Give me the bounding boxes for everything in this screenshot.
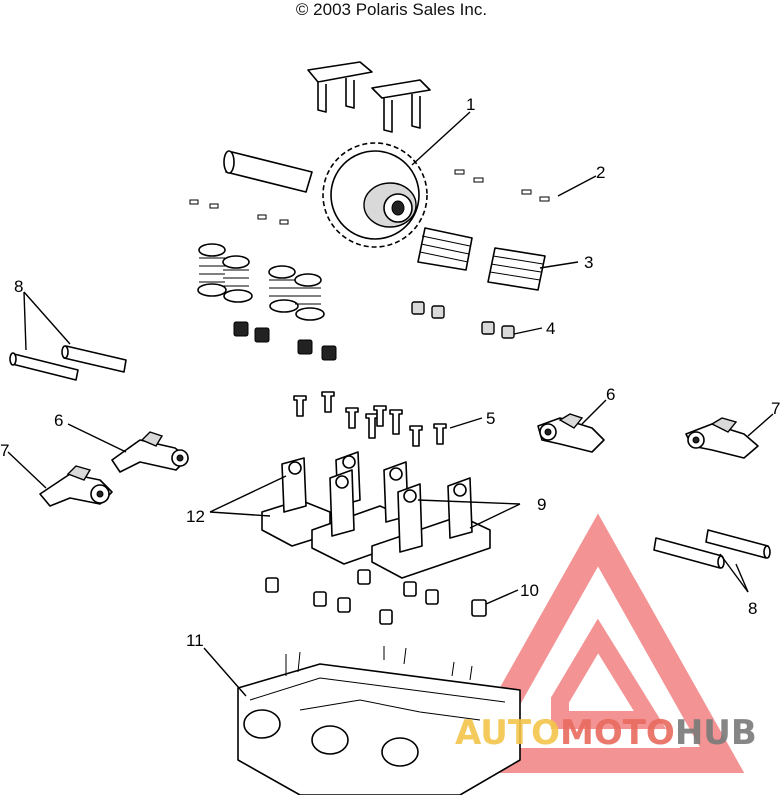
- watermark-moto: MOTO: [560, 713, 675, 753]
- leader-lines: [7, 111, 774, 697]
- callout-6-left: 6: [54, 411, 63, 430]
- watermark-wordmark: AUTOMOTOHUB: [455, 713, 757, 753]
- valve-seals: [233, 301, 515, 361]
- cam-towers: [261, 451, 491, 579]
- callout-7-left: 7: [0, 441, 9, 460]
- cylinder-head: [237, 646, 521, 796]
- callout-5: 5: [486, 409, 495, 428]
- callout-9: 9: [537, 495, 546, 514]
- callout-10: 10: [520, 581, 539, 600]
- watermark-hub: HUB: [675, 713, 757, 753]
- watermark-auto: AUTO: [455, 713, 560, 753]
- callout-4: 4: [546, 319, 555, 338]
- valve-keepers: [189, 169, 550, 225]
- callout-11: 11: [186, 631, 204, 650]
- callout-labels: 1 2 3 4 5 6 7 6 7 8 8 9 10 11 12: [0, 95, 780, 650]
- cap-bolts: [293, 391, 447, 447]
- svg-text:AUTOMOTOHUB: AUTOMOTOHUB: [455, 713, 757, 753]
- rocker-arm-right-6: [537, 413, 605, 453]
- callout-8-right: 8: [748, 599, 757, 618]
- copyright-notice: © 2003 Polaris Sales Inc.: [295, 0, 488, 19]
- callout-3: 3: [584, 253, 593, 272]
- rocker-shafts-left: [9, 345, 127, 381]
- callout-1: 1: [466, 95, 475, 114]
- callout-8-left: 8: [14, 277, 23, 296]
- rocker-arm-right-7: [685, 417, 759, 459]
- callout-2: 2: [596, 163, 605, 182]
- rocker-shafts-right: [653, 529, 771, 569]
- cam-shaft: [223, 150, 313, 193]
- valve-springs: [197, 227, 546, 321]
- callout-7-right: 7: [771, 399, 780, 418]
- watermark-logo: [451, 513, 745, 773]
- rocker-arm-left-7: [39, 465, 113, 507]
- callout-12: 12: [186, 507, 205, 526]
- cam-sprocket: [322, 142, 428, 248]
- lifters: [265, 569, 487, 625]
- rocker-arm-left-6: [111, 431, 189, 473]
- cam-caps: [307, 61, 431, 133]
- callout-6-right: 6: [606, 385, 615, 404]
